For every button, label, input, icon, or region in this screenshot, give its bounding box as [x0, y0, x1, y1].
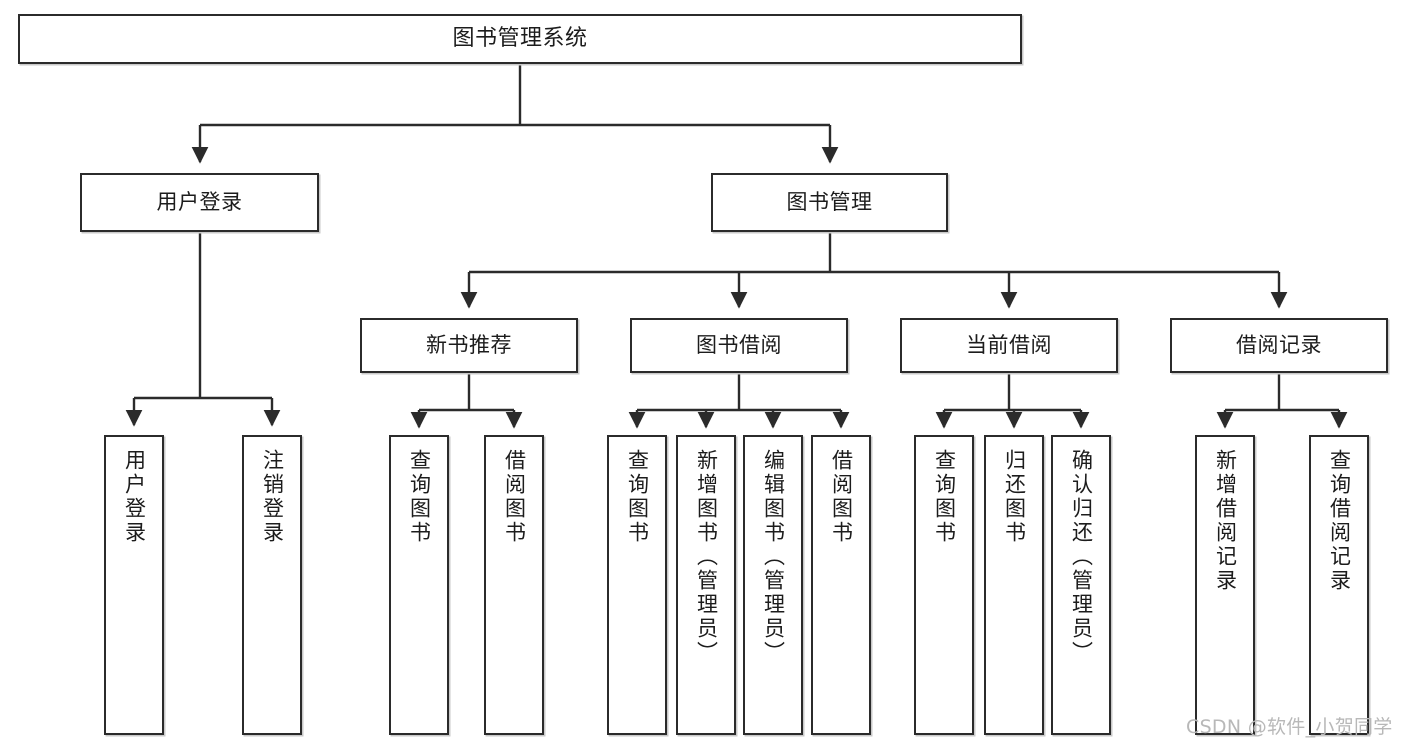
node-leaf-return-book-label: 归还图书: [1002, 449, 1027, 545]
node-leaf-add-book[interactable]: 新增图书（管理员）: [676, 435, 736, 735]
node-root-label: 图书管理系统: [452, 26, 588, 52]
node-leaf-logout-label: 注销登录: [260, 449, 285, 545]
node-leaf-edit-book[interactable]: 编辑图书（管理员）: [743, 435, 803, 735]
node-book-borrow[interactable]: 图书借阅: [630, 318, 848, 373]
node-book-manage[interactable]: 图书管理: [711, 173, 948, 232]
node-book-borrow-label: 图书借阅: [696, 333, 782, 358]
node-new-book-rec-label: 新书推荐: [426, 333, 512, 358]
node-leaf-borrow-book-rec-label: 借阅图书: [502, 449, 527, 545]
node-leaf-query-book-rec-label: 查询图书: [407, 449, 432, 545]
node-leaf-logout[interactable]: 注销登录: [242, 435, 302, 735]
node-user-login-label: 用户登录: [156, 190, 243, 215]
node-leaf-confirm-return-label: 确认归还（管理员）: [1069, 449, 1094, 665]
node-leaf-edit-book-label: 编辑图书（管理员）: [761, 449, 786, 665]
node-current-borrow[interactable]: 当前借阅: [900, 318, 1118, 373]
node-root[interactable]: 图书管理系统: [18, 14, 1022, 64]
node-leaf-query-book-borrow[interactable]: 查询图书: [607, 435, 667, 735]
node-leaf-query-borrow-record[interactable]: 查询借阅记录: [1309, 435, 1369, 735]
node-user-login[interactable]: 用户登录: [80, 173, 319, 232]
node-leaf-user-login-label: 用户登录: [122, 449, 147, 545]
node-current-borrow-label: 当前借阅: [966, 333, 1052, 358]
node-leaf-query-book-cur[interactable]: 查询图书: [914, 435, 974, 735]
csdn-watermark: CSDN @软件_小贺同学: [1186, 716, 1393, 738]
node-leaf-add-borrow-record[interactable]: 新增借阅记录: [1195, 435, 1255, 735]
node-leaf-borrow-book-rec[interactable]: 借阅图书: [484, 435, 544, 735]
node-leaf-borrow-book-label: 借阅图书: [829, 449, 854, 545]
node-leaf-user-login[interactable]: 用户登录: [104, 435, 164, 735]
node-leaf-confirm-return[interactable]: 确认归还（管理员）: [1051, 435, 1111, 735]
node-leaf-query-borrow-record-label: 查询借阅记录: [1327, 449, 1352, 593]
node-leaf-add-book-label: 新增图书（管理员）: [694, 449, 719, 665]
node-leaf-return-book[interactable]: 归还图书: [984, 435, 1044, 735]
node-new-book-rec[interactable]: 新书推荐: [360, 318, 578, 373]
node-borrow-record-label: 借阅记录: [1236, 333, 1322, 358]
node-leaf-borrow-book[interactable]: 借阅图书: [811, 435, 871, 735]
node-leaf-query-book-borrow-label: 查询图书: [625, 449, 650, 545]
node-book-manage-label: 图书管理: [786, 190, 873, 215]
node-leaf-query-book-rec[interactable]: 查询图书: [389, 435, 449, 735]
node-borrow-record[interactable]: 借阅记录: [1170, 318, 1388, 373]
node-leaf-query-book-cur-label: 查询图书: [932, 449, 957, 545]
node-leaf-add-borrow-record-label: 新增借阅记录: [1213, 449, 1238, 593]
